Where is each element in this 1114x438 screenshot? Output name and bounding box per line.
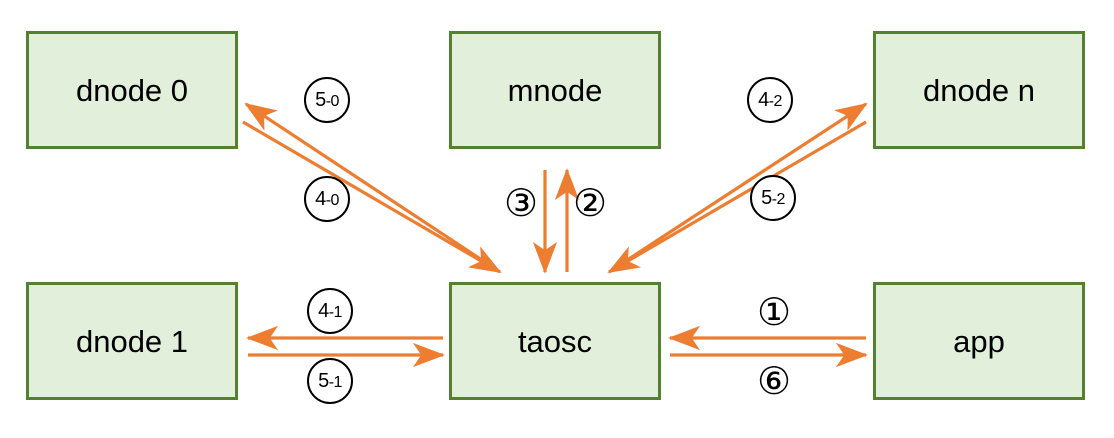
edge-label-2-glyph: ② (572, 181, 608, 225)
edge-label-1-glyph: ① (756, 290, 792, 334)
edge-label-4-2: 4-2 (747, 77, 793, 123)
edge-label-5-0: 5-0 (304, 77, 350, 123)
node-label-taosc: taosc (517, 323, 593, 359)
node-label-app: app (953, 323, 1005, 359)
node-label-dnode0: dnode 0 (75, 72, 189, 108)
edge-dnoden-to-taosc (607, 120, 867, 274)
edge-label-4-1: 4-1 (307, 288, 353, 334)
edge-label-5-2-text: 5-2 (761, 187, 785, 209)
node-label-dnoden: dnode n (922, 72, 1036, 108)
edge-label-5-1: 5-1 (307, 358, 353, 404)
edge-label-6-glyph: ⑥ (756, 359, 792, 403)
node-app[interactable]: app (873, 282, 1085, 400)
edge-taosc-to-dnoden (614, 102, 868, 270)
edge-label-4-0: 4-0 (304, 176, 350, 222)
node-taosc[interactable]: taosc (449, 282, 661, 400)
edge-label-1: ① (751, 289, 797, 335)
node-label-dnode1: dnode 1 (75, 323, 189, 359)
edge-label-2: ② (567, 180, 613, 226)
edge-label-5-0-text: 5-0 (315, 89, 339, 111)
node-dnoden[interactable]: dnode n (873, 31, 1085, 149)
edge-label-5-1-text: 5-1 (318, 370, 342, 392)
node-label-mnode: mnode (507, 72, 603, 108)
edge-label-3: ③ (498, 180, 544, 226)
node-mnode[interactable]: mnode (449, 31, 661, 149)
edge-label-4-0-text: 4-0 (315, 188, 339, 210)
node-dnode1[interactable]: dnode 1 (26, 282, 238, 400)
edge-label-6: ⑥ (751, 358, 797, 404)
edge-label-5-2: 5-2 (750, 175, 796, 221)
node-dnode0[interactable]: dnode 0 (26, 31, 238, 149)
edge-label-4-2-text: 4-2 (758, 89, 782, 111)
edge-label-3-glyph: ③ (503, 181, 539, 225)
edge-label-4-1-text: 4-1 (318, 300, 342, 322)
edge-taosc-to-dnode0 (244, 102, 495, 270)
edge-dnode0-to-taosc (242, 120, 502, 274)
